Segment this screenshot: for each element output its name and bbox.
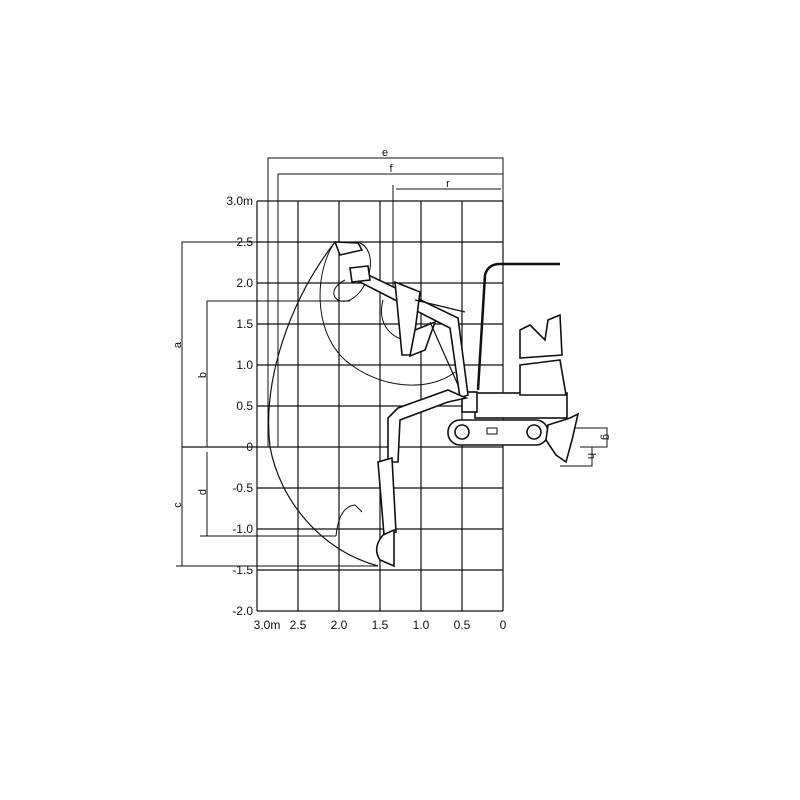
x-tick-label: 0: [500, 618, 507, 632]
y-tick-label: -2.0: [232, 604, 253, 618]
dimension-c-label: c: [172, 502, 184, 508]
dimension-r-label: r: [446, 178, 450, 190]
y-tick-label: 3.0m: [226, 194, 253, 208]
y-tick-label: -1.5: [232, 563, 253, 577]
dimension-g-label: g: [600, 434, 612, 440]
x-tick-label: 2.5: [290, 618, 307, 632]
dimension-b-line: [206, 300, 350, 447]
dimension-a-label: a: [172, 341, 184, 348]
dimension-b-label: b: [197, 372, 209, 378]
lowered-bucket: [375, 528, 395, 568]
dimension-lines: [176, 157, 608, 567]
y-tick-label: 2.0: [236, 276, 253, 290]
x-tick-label: 0.5: [454, 618, 471, 632]
y-axis-ticks: 3.0m2.52.01.51.00.50-0.5-1.0-1.5-2.0: [226, 194, 253, 618]
y-tick-label: -0.5: [232, 481, 253, 495]
rops-canopy: [476, 262, 560, 391]
boom-cylinder-2: [429, 321, 459, 386]
top-bucket: [333, 241, 364, 256]
excavator-illustration: [333, 241, 580, 568]
dimension-f-label: f: [389, 163, 393, 175]
track-wheel: [526, 424, 542, 440]
track-wheel: [454, 424, 470, 440]
bucket-position-outline: [335, 504, 363, 537]
y-tick-label: 0.5: [236, 399, 253, 413]
dimension-h-line: [560, 447, 593, 467]
dimension-e-label: e: [382, 147, 388, 159]
x-tick-label: 1.0: [413, 618, 430, 632]
engine-hood: [519, 359, 567, 396]
x-tick-label: 1.5: [372, 618, 389, 632]
y-tick-label: 1.0: [236, 358, 253, 372]
y-tick-label: 1.5: [236, 317, 253, 331]
dimension-g-line: [560, 427, 608, 448]
x-axis-ticks: 3.0m 2.5 2.0 1.5 1.0 0.5 0: [254, 618, 507, 632]
dozer-blade: [545, 412, 580, 464]
boom-cylinder: [414, 299, 466, 313]
x-tick-label: 3.0m: [254, 618, 281, 632]
track-detail: [486, 427, 498, 435]
lowered-arm: [377, 456, 397, 537]
boom-tip: [349, 265, 371, 283]
y-tick-label: -1.0: [232, 522, 253, 536]
dimension-e-line: [267, 157, 504, 447]
operator-seat: [519, 313, 563, 359]
dimension-d-line: [206, 452, 336, 537]
working-range-envelope: [268, 241, 379, 567]
raised-bucket: [408, 320, 437, 358]
inner-reach-arc: [319, 241, 456, 386]
x-tick-label: 2.0: [331, 618, 348, 632]
bucket-curl-arc: [333, 241, 371, 302]
dimension-d-label: d: [197, 489, 209, 495]
swing-bracket: [461, 391, 478, 413]
dimension-a-line: [181, 241, 335, 447]
upper-structure: [474, 392, 568, 419]
dimension-h-label: h: [585, 453, 597, 459]
